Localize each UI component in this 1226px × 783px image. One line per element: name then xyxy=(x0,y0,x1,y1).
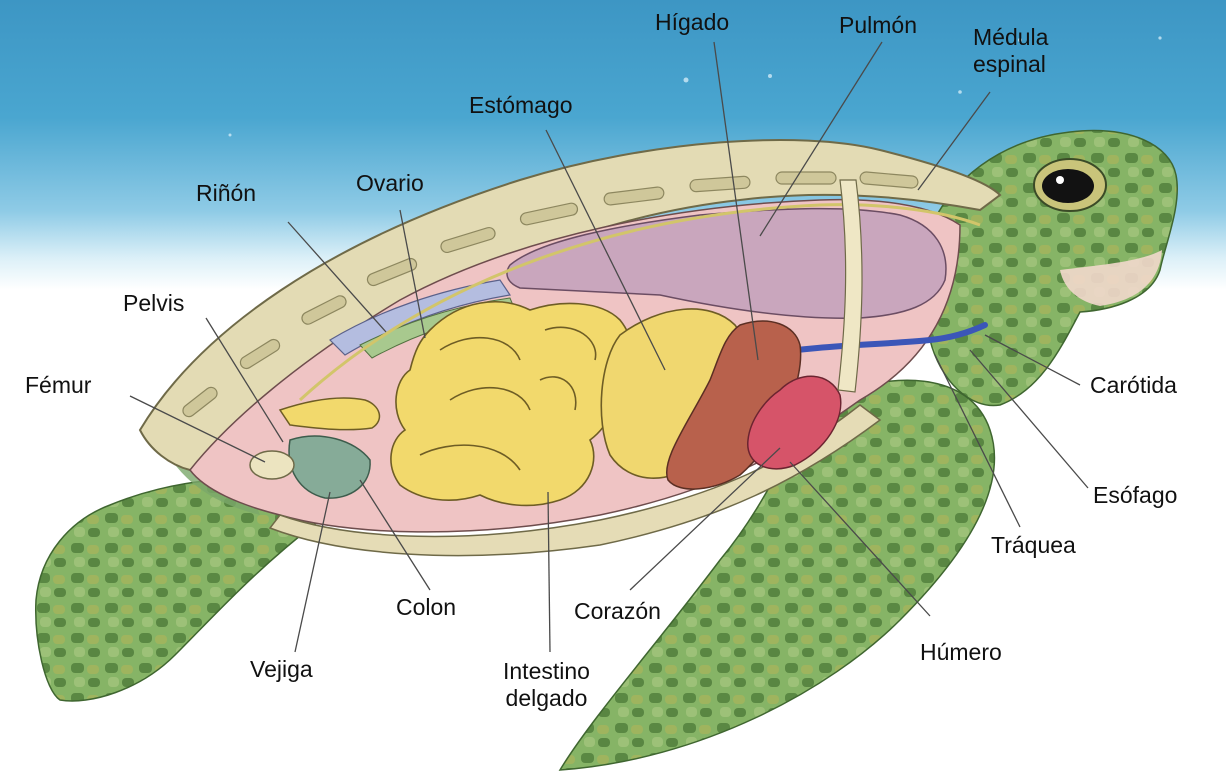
label-intestino-delgado: Intestino delgado xyxy=(503,658,590,712)
label-esofago: Esófago xyxy=(1093,482,1177,509)
label-medula-line2: espinal xyxy=(973,51,1048,78)
label-medula-line1: Médula xyxy=(973,24,1048,51)
label-humero: Húmero xyxy=(920,639,1002,666)
label-ovario: Ovario xyxy=(356,170,424,197)
label-medula-espinal: Médula espinal xyxy=(973,24,1048,78)
label-traquea: Tráquea xyxy=(991,532,1076,559)
femur-bone xyxy=(250,451,294,479)
label-intestino-line2: delgado xyxy=(503,685,590,712)
eye-icon xyxy=(1034,159,1106,211)
label-corazon: Corazón xyxy=(574,598,661,625)
label-colon: Colon xyxy=(396,594,456,621)
label-higado: Hígado xyxy=(655,9,729,36)
label-estomago: Estómago xyxy=(469,92,573,119)
label-carotida: Carótida xyxy=(1090,372,1177,399)
label-rinon: Riñón xyxy=(196,180,256,207)
label-pulmon: Pulmón xyxy=(839,12,917,39)
label-vejiga: Vejiga xyxy=(250,656,313,683)
label-pelvis: Pelvis xyxy=(123,290,184,317)
label-intestino-line1: Intestino xyxy=(503,658,590,685)
label-femur: Fémur xyxy=(25,372,91,399)
